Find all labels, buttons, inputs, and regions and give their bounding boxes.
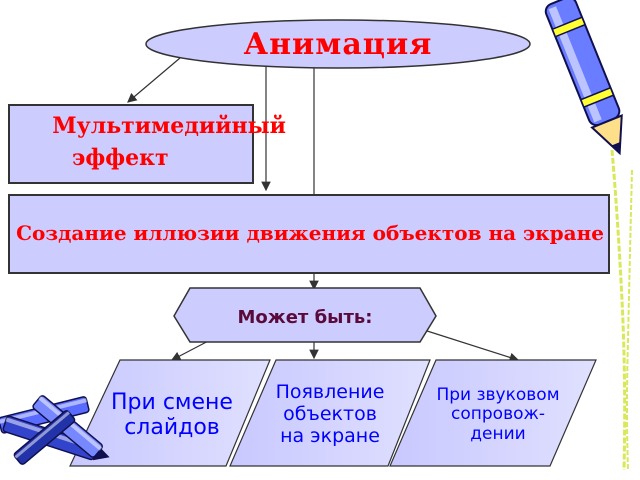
title-label: Анимация <box>243 26 433 62</box>
pen-icon <box>544 0 623 156</box>
option-label-1: При смене слайдов <box>82 378 262 452</box>
pencil-stem-icon <box>610 149 633 471</box>
option-shape-2 <box>229 359 431 467</box>
multimedia-box <box>8 104 254 184</box>
option-2-line-3: на экране <box>280 424 380 447</box>
option-label-3: При звуковом сопровож- дении <box>418 372 578 458</box>
option-3-line-2: сопровож- <box>451 404 545 425</box>
pencils-icon <box>0 395 110 465</box>
arrow-title-to-multimedia <box>127 57 181 103</box>
title-ellipse <box>145 19 531 69</box>
multimedia-line-1: Мультимедийный <box>52 113 286 139</box>
option-2-line-2: объектов <box>283 403 377 426</box>
option-1-line-1: При смене <box>111 389 233 415</box>
option-3-line-1: При звуковом <box>436 384 560 405</box>
option-2-line-1: Появление <box>275 381 385 404</box>
option-label-2: Появление объектов на экране <box>252 370 408 460</box>
option-shape-3 <box>389 359 597 467</box>
multimedia-line-2: эффект <box>72 145 169 171</box>
arrow-maybe-to-option-3 <box>423 329 520 363</box>
definition-label: Создание иллюзии движения объектов на эк… <box>16 221 604 245</box>
maybe-label: Может быть: <box>237 306 373 328</box>
option-3-line-3: дении <box>470 423 526 444</box>
option-shape-1 <box>69 359 271 467</box>
option-1-line-2: слайдов <box>124 415 220 440</box>
maybe-hexagon <box>173 287 437 343</box>
definition-box <box>8 194 610 274</box>
